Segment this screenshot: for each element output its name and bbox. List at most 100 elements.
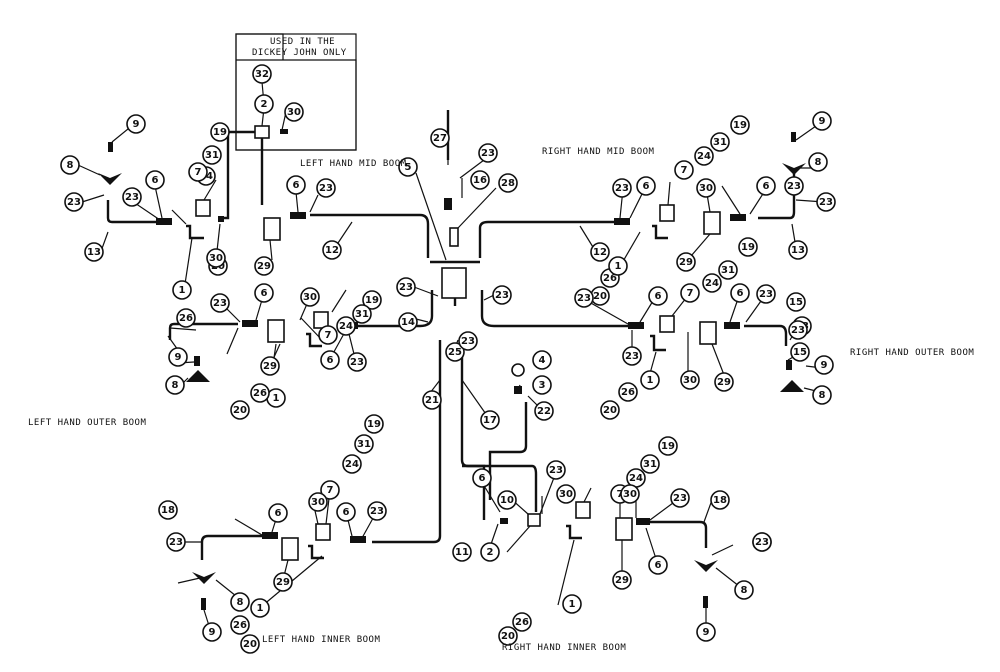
callout-bubble: 1 xyxy=(562,594,582,614)
valve-7-left-outer xyxy=(313,311,329,329)
callout-bubble: 23 xyxy=(210,293,230,313)
hose-18-left xyxy=(200,534,262,560)
callout-number: 9 xyxy=(209,627,216,638)
callout-bubble: 23 xyxy=(347,352,367,372)
callout-number: 6 xyxy=(763,181,770,192)
callout-bubble: 19 xyxy=(210,122,230,142)
callout-number: 15 xyxy=(793,347,807,358)
callout-bubble: 7 xyxy=(674,160,694,180)
nozzle-8-left-mid xyxy=(98,173,122,185)
callout-number: 23 xyxy=(213,298,227,309)
callout-number: 30 xyxy=(209,253,223,264)
callout-number: 1 xyxy=(257,603,264,614)
callout-number: 23 xyxy=(755,537,769,548)
callout-number: 17 xyxy=(483,415,497,426)
callout-number: 24 xyxy=(339,321,353,332)
callout-number: 8 xyxy=(67,160,74,171)
callout-number: 23 xyxy=(495,290,509,301)
callout-bubble: 27 xyxy=(430,128,450,148)
callout-number: 19 xyxy=(365,295,379,306)
callout-number: 5 xyxy=(405,162,412,173)
callout-number: 29 xyxy=(276,577,290,588)
callout-bubble: 15 xyxy=(786,292,806,312)
callout-bubble: 29 xyxy=(273,572,293,592)
callout-bubble: 23 xyxy=(816,192,836,212)
callout-bubble: 30 xyxy=(556,484,576,504)
callout-number: 18 xyxy=(161,505,175,516)
callout-bubble: 19 xyxy=(362,290,382,310)
callout-bubble: 31 xyxy=(718,260,738,280)
callout-number: 1 xyxy=(273,393,280,404)
callout-bubble: 8 xyxy=(165,375,185,395)
hose-15-right xyxy=(744,324,788,346)
callout-bubble: 6 xyxy=(756,176,776,196)
callout-number: 12 xyxy=(593,247,607,258)
callout-bubble: 30 xyxy=(620,484,640,504)
callout-number: 23 xyxy=(481,148,495,159)
callout-bubble: 7 xyxy=(188,162,208,182)
callout-number: 23 xyxy=(819,197,833,208)
callout-number: 6 xyxy=(655,291,662,302)
callout-bubble: 23 xyxy=(788,320,808,340)
callout-bubble: 30 xyxy=(680,370,700,390)
callout-number: 19 xyxy=(213,127,227,138)
callout-bubble: 4 xyxy=(532,350,552,370)
callout-number: 19 xyxy=(733,120,747,131)
flow-meter-2 xyxy=(254,125,270,139)
callout-number: 9 xyxy=(703,627,710,638)
callout-bubble: 18 xyxy=(710,490,730,510)
callout-bubble: 19 xyxy=(658,436,678,456)
callout-bubble: 23 xyxy=(458,331,478,351)
callout-number: 20 xyxy=(603,405,617,416)
callout-bubble: 23 xyxy=(612,178,632,198)
callout-number: 3 xyxy=(539,380,546,391)
callout-bubble: 8 xyxy=(230,592,250,612)
callout-bubble: 6 xyxy=(254,283,274,303)
callout-bubble: 13 xyxy=(788,240,808,260)
nozzle-8-left-outer xyxy=(186,370,210,382)
callout-bubble: 20 xyxy=(230,400,250,420)
callout-number: 6 xyxy=(293,180,300,191)
callout-bubble: 9 xyxy=(814,355,834,375)
label-right-mid-boom: RIGHT HAND MID BOOM xyxy=(542,147,655,157)
filter-29-left-outer xyxy=(267,319,285,343)
callout-bubble: 20 xyxy=(240,634,260,654)
callout-bubble: 16 xyxy=(470,170,490,190)
callout-bubble: 24 xyxy=(702,273,722,293)
callout-bubble: 26 xyxy=(176,308,196,328)
callout-bubble: 6 xyxy=(730,283,750,303)
callout-bubble: 23 xyxy=(166,532,186,552)
callout-number: 23 xyxy=(787,181,801,192)
callout-bubble: 23 xyxy=(122,187,142,207)
callout-number: 8 xyxy=(819,390,826,401)
callout-bubble: 26 xyxy=(512,612,532,632)
callout-number: 7 xyxy=(195,167,202,178)
callout-number: 28 xyxy=(501,178,515,189)
callout-bubble: 5 xyxy=(398,157,418,177)
callout-bubble: 9 xyxy=(126,114,146,134)
callout-number: 6 xyxy=(261,288,268,299)
callout-bubble: 10 xyxy=(497,490,517,510)
hose-14-right xyxy=(480,290,628,328)
filter-29-left-mid xyxy=(263,217,281,241)
callout-bubble: 12 xyxy=(590,242,610,262)
callout-bubble: 7 xyxy=(318,325,338,345)
callout-number: 15 xyxy=(789,297,803,308)
section-labels: LEFT HAND MID BOOM RIGHT HAND MID BOOM L… xyxy=(28,147,974,653)
callout-number: 22 xyxy=(537,406,551,417)
callout-number: 29 xyxy=(257,261,271,272)
callout-bubble: 1 xyxy=(608,256,628,276)
callout-bubble: 9 xyxy=(812,111,832,131)
callout-number: 31 xyxy=(357,439,371,450)
callout-bubble: 2 xyxy=(480,542,500,562)
callout-number: 31 xyxy=(355,309,369,320)
callout-bubble: 26 xyxy=(230,615,250,635)
callout-bubble: 17 xyxy=(480,410,500,430)
callout-number: 9 xyxy=(821,360,828,371)
callout-bubble: 1 xyxy=(250,598,270,618)
callout-number: 9 xyxy=(819,116,826,127)
callout-bubble: 6 xyxy=(472,468,492,488)
callout-bubble: 7 xyxy=(680,283,700,303)
callout-bubble: 18 xyxy=(158,500,178,520)
callout-bubble: 23 xyxy=(752,532,772,552)
